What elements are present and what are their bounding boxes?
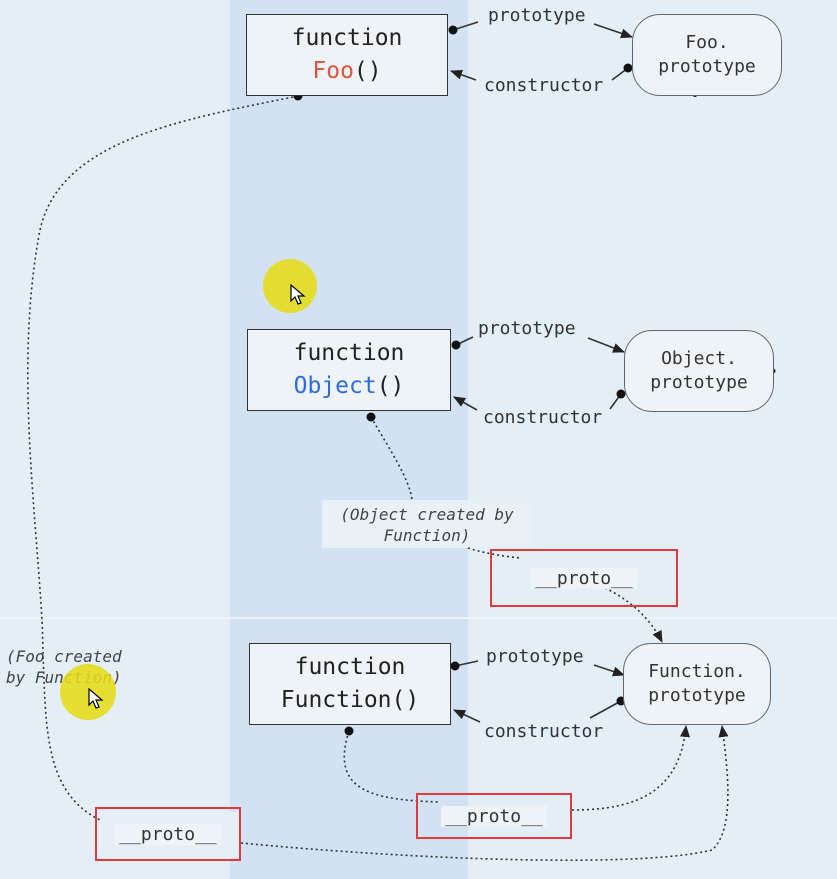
cursor-highlight-top	[263, 259, 317, 313]
object-constructor-edge-left	[453, 396, 478, 411]
foo-prototype-edge-right	[593, 23, 633, 39]
object-name: Object	[293, 373, 377, 399]
function-function-keyword: function	[294, 654, 406, 680]
foo-constructor-edge-left	[450, 70, 477, 81]
mouse-cursor-icon	[290, 284, 306, 305]
function-function-name: Function()	[281, 684, 419, 717]
foo-function-box[interactable]: function Foo()	[246, 14, 448, 96]
foo-parens: ()	[353, 58, 382, 84]
function-prototype-edge-right	[593, 664, 625, 677]
foo-proto-label: __proto__	[115, 823, 221, 845]
object-prototype-label: prototype	[478, 318, 576, 339]
function-function-box[interactable]: function Function()	[249, 643, 451, 725]
function-prototype-label: prototype	[486, 646, 584, 667]
object-prototype-node[interactable]: Object. prototype	[624, 330, 774, 412]
function-prototype-node[interactable]: Function. prototype	[623, 643, 771, 725]
object-created-note-line2: Function)	[383, 526, 471, 545]
object-function-name: Object()	[294, 370, 405, 403]
foo-prototype-line2: prototype	[658, 56, 756, 77]
object-prototype-line1: Object.	[661, 348, 737, 369]
foo-created-note-line1: (Foo created	[6, 647, 122, 666]
foo-proto-link-path	[27, 95, 299, 821]
object-proto-to-function-prototype-path	[604, 587, 663, 643]
cursor-highlight-bottom	[60, 664, 116, 720]
function-parens: ()	[391, 687, 420, 713]
function-proto-highlight[interactable]: __proto__	[416, 793, 572, 839]
foo-constructor-dot	[623, 63, 633, 73]
foo-proto-highlight[interactable]: __proto__	[95, 807, 241, 861]
function-proto-label: __proto__	[441, 805, 547, 827]
object-proto-dot	[366, 412, 376, 422]
foo-prototype-node[interactable]: Foo. prototype	[632, 14, 782, 96]
function-prototype-line1: Function.	[648, 661, 746, 682]
function-name: Function	[280, 687, 392, 713]
foo-prototype-dot	[448, 25, 458, 35]
frame-divider	[0, 617, 837, 619]
function-proto-dot	[344, 726, 354, 736]
object-function-box[interactable]: function Object()	[247, 329, 451, 411]
foo-proto-to-function-prototype-path	[240, 725, 729, 862]
function-constructor-edge-right	[589, 700, 622, 719]
function-constructor-label: constructor	[484, 721, 604, 742]
object-note-link-path	[370, 416, 413, 501]
object-constructor-label: constructor	[483, 407, 603, 428]
object-prototype-edge-right	[587, 337, 625, 353]
foo-name: Foo	[312, 58, 354, 84]
foo-function-name: Foo()	[312, 55, 381, 88]
object-prototype-line2: prototype	[650, 372, 748, 393]
function-prototype-dot	[450, 661, 460, 671]
object-constructor-dot	[616, 389, 626, 399]
object-function-keyword: function	[293, 340, 405, 366]
object-prototype-dot	[451, 340, 461, 350]
object-proto-label: __proto__	[531, 567, 637, 589]
object-parens: ()	[376, 373, 405, 399]
mouse-cursor-icon	[88, 688, 104, 709]
function-proto-link-path	[343, 730, 441, 803]
object-created-note-line1: (Object created by	[340, 505, 514, 524]
foo-prototype-line1: Foo.	[685, 32, 729, 53]
object-created-note: (Object created by Function)	[322, 504, 532, 546]
foo-constructor-label: constructor	[484, 75, 604, 96]
object-proto-highlight[interactable]: __proto__	[490, 549, 678, 607]
foo-prototype-label: prototype	[488, 5, 586, 26]
function-constructor-edge-left	[453, 709, 481, 723]
foo-function-keyword: function	[291, 25, 403, 51]
function-prototype-line2: prototype	[648, 685, 746, 706]
